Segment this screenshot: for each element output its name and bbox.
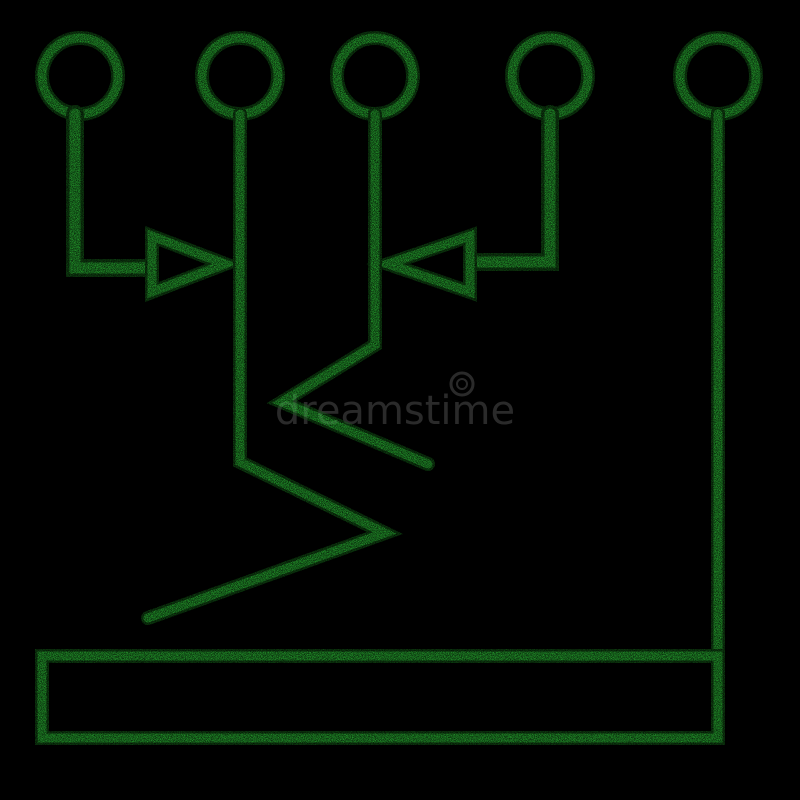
arrow-right bbox=[147, 229, 238, 299]
wire-pad1-to-arrow bbox=[69, 108, 156, 274]
bottom-bus-bar bbox=[37, 651, 723, 743]
wire-pad2-zigzag bbox=[143, 109, 397, 623]
watermark-logo-icon bbox=[449, 371, 475, 397]
wire-pad4-to-arrow bbox=[466, 108, 556, 268]
arrow-left bbox=[374, 229, 475, 299]
wire-pad3-zigzag bbox=[272, 109, 433, 469]
